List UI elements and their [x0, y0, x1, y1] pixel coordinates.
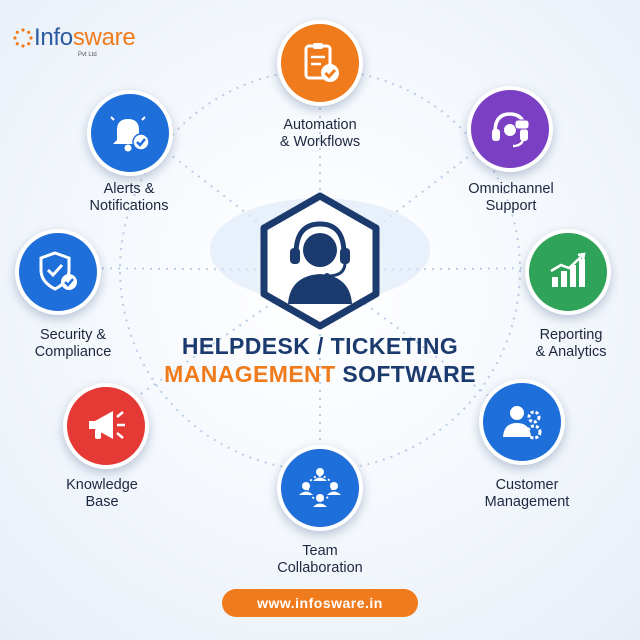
- automation-label: Automation& Workflows: [279, 117, 361, 150]
- title-accent: MANAGEMENT: [164, 361, 336, 387]
- alerts-node[interactable]: [87, 90, 173, 176]
- company-logo[interactable]: Infosware Pvt Ltd: [12, 24, 136, 58]
- customer-node[interactable]: [479, 379, 565, 465]
- shield-check-icon: [39, 251, 77, 291]
- main-title-line2: MANAGEMENT SOFTWARE: [110, 361, 530, 388]
- logo-text: Infosware: [34, 24, 136, 51]
- headset-chat-icon: [492, 112, 530, 148]
- bell-check-icon: [110, 116, 150, 152]
- dotted-orbit-ring: [119, 69, 521, 471]
- logo-subtitle: Pvt Ltd: [78, 52, 97, 58]
- website-link[interactable]: www.infosware.in: [222, 589, 418, 617]
- reporting-node[interactable]: [525, 229, 611, 315]
- center-hexagon: [260, 192, 380, 330]
- title-rest: SOFTWARE: [342, 361, 476, 387]
- logo-mark-icon: [13, 28, 33, 48]
- omnichannel-node[interactable]: [467, 86, 553, 172]
- people-network-icon: [299, 468, 341, 507]
- alerts-label: Alerts &Notifications: [89, 181, 169, 214]
- automation-node[interactable]: [277, 20, 363, 106]
- user-gears-icon: [503, 406, 542, 440]
- team-node[interactable]: [277, 445, 363, 531]
- megaphone-icon: [89, 411, 125, 439]
- checklist-gear-icon: [304, 43, 339, 82]
- security-node[interactable]: [15, 229, 101, 315]
- headset-agent-icon: [288, 221, 352, 304]
- security-label: Security &Compliance: [34, 327, 112, 360]
- main-title-line1: HELPDESK / TICKETING: [181, 333, 459, 359]
- knowledge-node[interactable]: [63, 383, 149, 469]
- reporting-label: Reporting& Analytics: [535, 327, 607, 360]
- bar-chart-growth-icon: [550, 252, 586, 287]
